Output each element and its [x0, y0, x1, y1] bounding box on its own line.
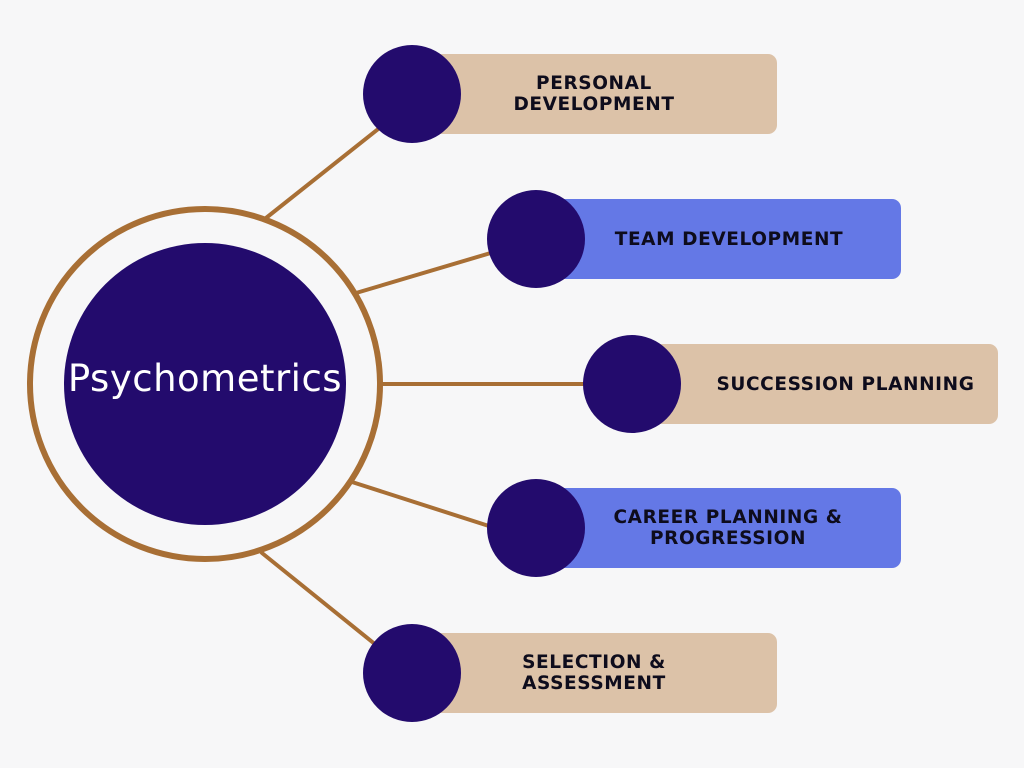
branch-label-box: CAREER PLANNING & PROGRESSION	[547, 488, 901, 568]
branch-career-planning: CAREER PLANNING & PROGRESSION	[487, 479, 901, 577]
connector-personal-development	[264, 124, 384, 220]
connector-selection-assessment	[260, 551, 378, 647]
branch-label-box: TEAM DEVELOPMENT	[547, 199, 901, 279]
branch-label-box: PERSONAL DEVELOPMENT	[423, 54, 777, 134]
branch-team-development: TEAM DEVELOPMENT	[487, 190, 901, 288]
connector-team-development	[354, 250, 496, 295]
branch-selection-assessment: SELECTION & ASSESSMENT	[363, 624, 777, 722]
branch-node	[487, 190, 585, 288]
branch-node	[363, 45, 461, 143]
hub-core	[64, 243, 346, 525]
branch-label: SUCCESSION PLANNING	[716, 373, 975, 395]
branch-personal-development: PERSONAL DEVELOPMENT	[363, 45, 777, 143]
hub-title: Psychometrics	[67, 356, 343, 400]
branch-label-box: SUCCESSION PLANNING	[643, 344, 998, 424]
branch-label: PERSONAL DEVELOPMENT	[513, 73, 675, 115]
branch-label: SELECTION & ASSESSMENT	[522, 652, 666, 694]
branch-succession-planning: SUCCESSION PLANNING	[583, 335, 998, 433]
branch-label: CAREER PLANNING & PROGRESSION	[613, 507, 843, 549]
branch-label-box: SELECTION & ASSESSMENT	[423, 633, 777, 713]
connector-career-planning	[350, 480, 494, 529]
branch-node	[487, 479, 585, 577]
hub-outer-ring	[27, 206, 383, 562]
branch-node	[363, 624, 461, 722]
branch-label: TEAM DEVELOPMENT	[614, 228, 844, 250]
branch-node	[583, 335, 681, 433]
